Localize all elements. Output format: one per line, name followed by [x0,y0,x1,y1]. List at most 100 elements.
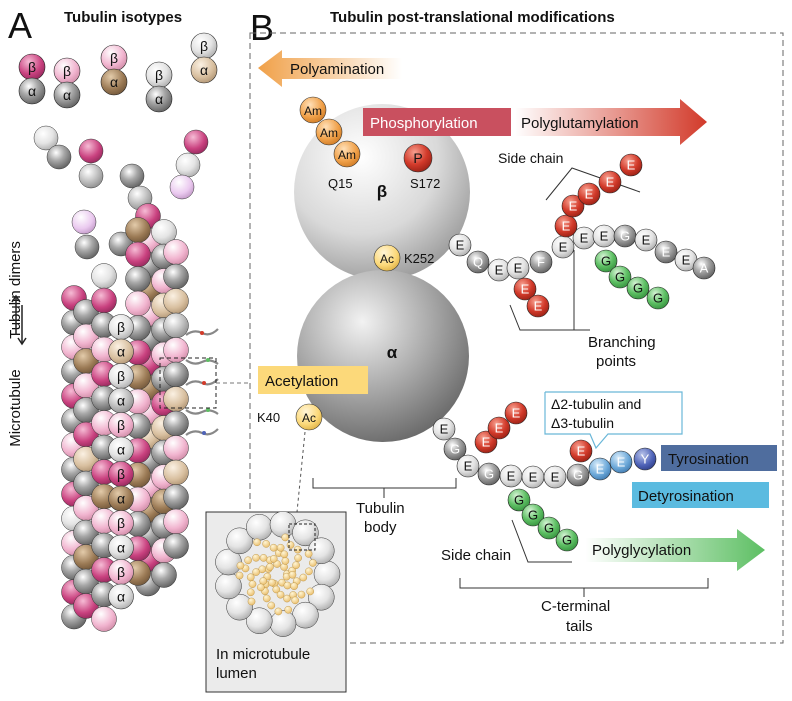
beta-tail-bead: E [674,248,698,272]
gly-branch-bead: G [608,265,632,289]
tubulin-monomer [163,508,189,535]
svg-text:E: E [642,233,651,248]
svg-text:E: E [551,470,560,485]
phospho-symbol: P [413,150,422,166]
acetyl-bead-k40 [295,403,323,431]
beta-tail-bead: E [654,240,678,264]
tubulin-monomer [151,562,177,588]
tubulin-monomer [163,361,189,388]
tubulin-monomer [33,125,59,151]
tubulin-monomer [163,533,189,559]
svg-text:β: β [28,59,36,75]
lumen-label-2: lumen [216,665,257,682]
delta-label-1: Δ2-tubulin and [551,396,641,412]
detyrosination-box [632,482,769,508]
svg-text:G: G [633,281,643,296]
tubulin-monomer [163,288,189,314]
alpha-tail-bead: E [588,457,612,481]
svg-text:α: α [28,83,36,99]
gly-branch-bead: G [626,276,650,300]
tubulin-monomer [163,312,189,339]
svg-text:α: α [63,87,71,103]
beta-monomer-label: β [117,564,125,580]
tubulin-monomer [163,337,189,363]
svg-text:α: α [200,62,208,78]
svg-text:β: β [155,67,163,83]
alpha-tubulin-sphere [297,270,469,442]
svg-text:Am: Am [320,126,338,140]
beta-tail-bead: E [634,228,658,252]
beta-tail-bead: Q [466,250,490,274]
svg-text:E: E [514,261,523,276]
svg-text:E: E [600,229,609,244]
polyglycylation-label: Polyglycylation [592,542,691,559]
svg-text:β: β [110,50,118,66]
svg-text:G: G [653,291,663,306]
svg-text:Q: Q [473,255,483,270]
delta-label-2: Δ3-tubulin [551,415,614,431]
svg-text:G: G [562,533,572,548]
svg-text:E: E [456,238,465,253]
c-terminal-label-1: C-terminal [541,598,610,615]
alpha-monomer-label: α [117,344,125,360]
tubulin-monomer [91,263,117,289]
svg-text:E: E [507,469,516,484]
svg-text:β: β [200,38,208,54]
c-terminal-label-2: tails [566,618,593,635]
alpha-tail-bead: E [432,417,456,441]
alpha-tail-bead: E [609,450,633,474]
tubulin-monomer [163,239,189,265]
polyamination-label: Polyamination [290,61,384,78]
svg-text:G: G [601,254,611,269]
beta-tail-bead: E [487,258,511,282]
tubulin-body-label-1: Tubulin [356,500,405,517]
svg-text:E: E [662,245,671,260]
svg-text:G: G [528,508,538,523]
svg-text:E: E [596,462,605,477]
alpha-glu-bead: E [487,416,511,440]
tubulin-monomer [125,217,151,243]
alpha-gly-bead: G [555,528,579,552]
tubulin-body-label-2: body [364,519,397,536]
tubulin-monomer [163,410,189,437]
tubulin-monomer [163,484,189,510]
tyrosination-label: Tyrosination [668,451,749,468]
microtubule-lattice [33,125,209,632]
beta-monomer-label: β [117,515,125,531]
alpha-glu-bead: E [474,430,498,454]
polyamination-arrow: Polyamination [258,50,402,87]
beta-tail-bead: F [529,250,553,274]
glu-side-chain-bead: E [554,214,578,238]
svg-text:E: E [512,406,521,421]
alpha-gly-bead: G [507,488,531,512]
svg-text:E: E [562,219,571,234]
glu-side-chain-bead: E [561,194,585,218]
svg-text:F: F [537,255,545,270]
microtubule-tails [185,328,219,436]
lumen-inset: In microtubule lumen [205,511,347,693]
beta-monomer-label: β [117,466,125,482]
svg-text:E: E [529,470,538,485]
alpha-monomer-label: α [117,442,125,458]
isotype-dimer-5: β α [190,32,218,84]
alpha-tail-bead: E [521,465,545,489]
svg-text:G: G [544,521,554,536]
tubulin-monomer [119,163,145,189]
tubulin-monomer [163,459,189,486]
isotype-dimer-4: β α [145,61,173,113]
lumen-label-1: In microtubule [216,646,310,663]
tubulin-monomer [163,435,189,461]
svg-text:E: E [521,282,530,297]
s172-label: S172 [410,176,440,191]
svg-text:G: G [620,229,630,244]
svg-text:G: G [615,270,625,285]
tubulin-monomer [175,152,201,178]
svg-text:α: α [110,74,118,90]
alpha-tail-bead: G [443,437,467,461]
phosphorylation-label: Phosphorylation [370,115,478,132]
alpha-glu-bead: E [504,401,528,425]
panel-b-title: Tubulin post-translational modifications [330,9,615,26]
alpha-monomer-label: α [117,393,125,409]
